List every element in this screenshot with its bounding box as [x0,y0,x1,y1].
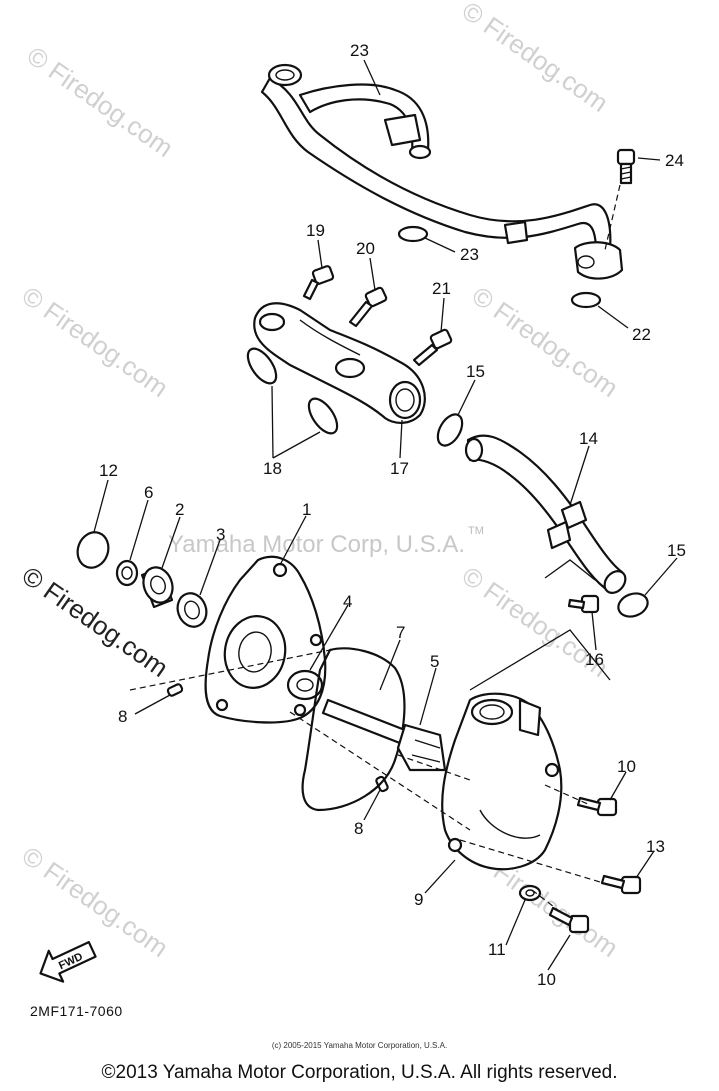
callout-10: 10 [617,757,636,776]
callout-23: 23 [460,245,479,264]
o-ring-23 [397,225,429,243]
pipe-22 [260,63,624,280]
callout-10: 10 [537,970,556,989]
watermark-firedog: © Firedog.com [17,840,174,963]
callout-21: 21 [432,279,451,298]
hose-14 [464,434,627,594]
o-ring-15 [617,592,649,618]
circlip-12 [76,531,110,569]
callout-17: 17 [390,459,409,478]
oil-seal-3 [176,592,208,628]
callout-1: 1 [302,500,311,519]
callout-4: 4 [343,592,352,611]
o-ring-18 [246,347,278,385]
callout-23-lower: 22 [632,325,651,344]
gasket-7 [301,647,406,812]
bolt-19 [302,265,335,301]
fwd-arrow-icon: FWD [39,940,97,983]
callout-18: 18 [263,459,282,478]
assembly-lines [129,184,621,911]
watermark-firedog: © Firedog.com [17,280,174,403]
callout-13: 13 [646,837,665,856]
o-ring-18 [307,397,339,435]
washer-11 [518,884,542,902]
callout-6: 6 [144,483,153,502]
pump-housing-9 [441,692,563,871]
copyright-footer: ©2013 Yamaha Motor Corporation, U.S.A. A… [101,1062,618,1083]
callout-5: 5 [430,652,439,671]
bolt-10 [576,796,618,817]
dowel-pin-8 [166,683,184,697]
callout-8: 8 [354,819,363,838]
watermark-trademark: TM [468,525,484,537]
bearing-2 [140,566,174,609]
o-ring-15 [436,413,464,447]
bolt-16 [567,594,600,614]
callout-24: 24 [665,151,684,170]
dowel-pin-8 [375,775,389,793]
bolt-20 [348,286,388,328]
watermark-brand: Yamaha Motor Corp, U.S.A. [168,531,465,558]
callout-19: 19 [306,221,325,240]
small-copyright: (c) 2005-2015 Yamaha Motor Corporation, … [271,1041,448,1050]
bolt-10 [548,906,590,934]
callout-labels: 23 24 23 23 22 19 20 21 15 18 17 14 15 1… [99,41,686,989]
callout-8: 8 [118,707,127,726]
callout-15: 15 [667,541,686,560]
callout-15: 15 [466,362,485,381]
callout-9: 9 [414,890,423,909]
watermark-firedog: © Firedog.com [457,0,614,118]
bolt-13 [600,874,642,895]
watermark-firedog: © Firedog.com [22,40,179,163]
seal-6 [115,559,139,587]
callout-22: 23 [350,41,369,60]
callout-3: 3 [216,525,225,544]
bolt-24 [616,148,636,185]
drawing-code: 2MF171-7060 [30,1003,123,1019]
shaft-5 [321,698,447,772]
callout-16: 16 [585,650,604,669]
callout-2: 2 [175,500,184,519]
bolt-21 [412,328,453,367]
callout-12: 12 [99,461,118,480]
callout-11: 11 [488,940,506,959]
callout-14: 14 [579,429,598,448]
joint-17 [253,302,426,424]
impeller-4 [286,669,324,701]
leader-lines [93,59,678,971]
o-ring-23 [570,291,602,309]
callout-7: 7 [396,623,405,642]
callout-20: 20 [356,239,375,258]
